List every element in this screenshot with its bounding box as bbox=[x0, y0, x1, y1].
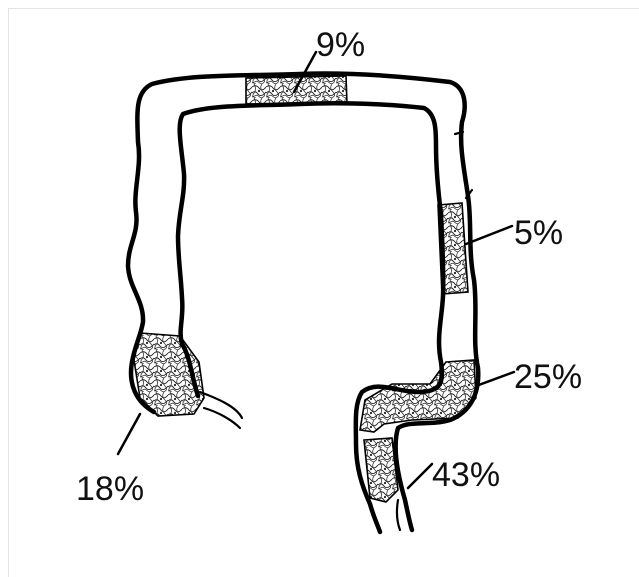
colon-outline bbox=[128, 73, 478, 532]
leader-cecum bbox=[118, 414, 140, 454]
label-rectum: 43% bbox=[432, 456, 500, 494]
leader-sigmoid bbox=[476, 372, 514, 386]
leader-descending bbox=[466, 226, 512, 244]
label-transverse: 9% bbox=[316, 26, 365, 64]
label-cecum: 18% bbox=[76, 470, 144, 508]
leader-rectum bbox=[408, 464, 432, 488]
label-sigmoid: 25% bbox=[514, 358, 582, 396]
label-descending: 5% bbox=[514, 214, 563, 252]
tumor-rectum bbox=[364, 438, 398, 502]
